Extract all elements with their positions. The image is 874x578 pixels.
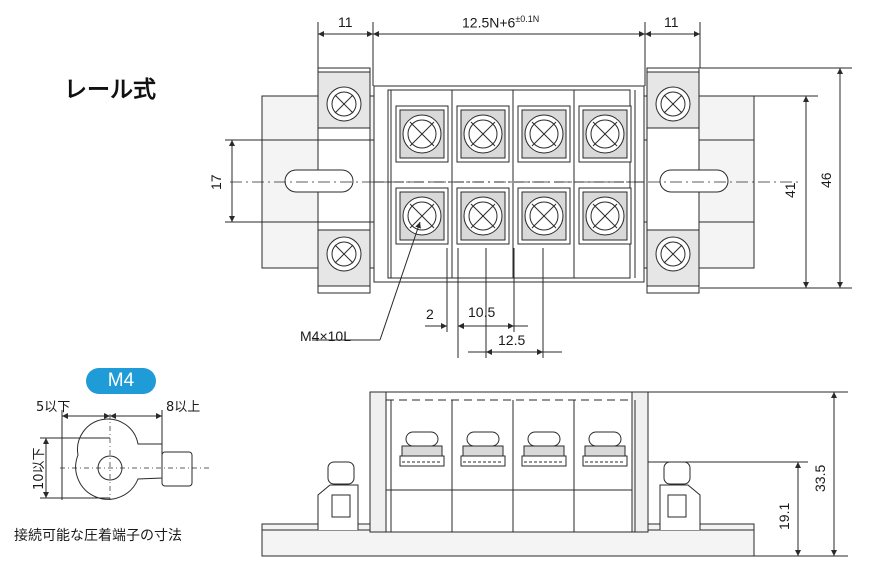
- dim-label-center-tol: ±0.1N: [515, 14, 540, 24]
- dim-label-center-main: 12.5N+6: [462, 14, 516, 31]
- side-partitions: [390, 400, 636, 532]
- dim-label-2: 2: [426, 306, 434, 322]
- screw-slot-icon: [409, 203, 435, 229]
- dim-label-19-1: 19.1: [776, 502, 792, 530]
- right-bracket-nut: [667, 494, 687, 518]
- top-view: [225, 22, 852, 358]
- side-screw-clamp: [521, 455, 567, 467]
- side-screw-clamp: [399, 455, 445, 467]
- left-bracket-screw-head: [327, 461, 355, 485]
- right-slot: [659, 169, 729, 193]
- side-screw-washer: [462, 445, 504, 457]
- lug-outline: [75, 418, 163, 500]
- lug-caption: 接続可能な圧着端子の寸法: [14, 528, 182, 544]
- left-bracket-nut: [331, 494, 351, 518]
- terminal-partitions: [390, 90, 636, 278]
- screw-slot-icon: [470, 203, 496, 229]
- dim-label-8-min: 8以上: [166, 400, 201, 415]
- screw-leader: [379, 221, 421, 341]
- dim-label-41: 41: [782, 182, 798, 198]
- left-slot: [284, 169, 354, 193]
- side-screw-washer: [584, 445, 626, 457]
- mount-screw-slot-icon: [663, 244, 683, 264]
- right-bracket-screw-head: [663, 461, 691, 485]
- lug-barrel: [161, 451, 193, 487]
- side-body-left-wall: [369, 391, 387, 533]
- side-view: [261, 391, 848, 557]
- side-screw-clamp: [582, 455, 628, 467]
- screw-slot-icon: [592, 203, 618, 229]
- dim-label-5-max: 5以下: [36, 400, 71, 415]
- dim-label-17: 17: [208, 174, 224, 190]
- screw-slot-icon: [470, 121, 496, 147]
- mount-screw-slot-icon: [334, 244, 354, 264]
- screw-row-top: [395, 105, 632, 163]
- side-body-right-wall: [631, 391, 649, 533]
- dim-label-11-right: 11: [664, 14, 679, 30]
- dim-label-center: 12.5N+6±0.1N: [462, 14, 539, 31]
- side-screw-washer: [523, 445, 565, 457]
- screw-slot-icon: [531, 203, 557, 229]
- side-screw-head: [588, 431, 622, 447]
- dim-label-11-left: 11: [338, 14, 353, 30]
- dim-label-10-max: 10以下: [32, 447, 47, 490]
- screw-slot-icon: [592, 121, 618, 147]
- side-screw-head: [405, 431, 439, 447]
- dim-label-12-5: 12.5: [498, 332, 526, 348]
- mount-screw-slot-icon: [334, 94, 354, 114]
- mount-screw-slot-icon: [663, 94, 683, 114]
- side-screw-head: [466, 431, 500, 447]
- screw-callout-label: M4×10L: [300, 328, 351, 344]
- page-title: レール式: [64, 77, 156, 103]
- side-screw-washer: [401, 445, 443, 457]
- side-screw-head: [527, 431, 561, 447]
- screw-slot-icon: [409, 121, 435, 147]
- dim-label-33-5: 33.5: [812, 464, 828, 492]
- dim-label-10-5: 10.5: [468, 304, 496, 320]
- screw-size-badge: M4: [86, 368, 156, 394]
- dim-label-46: 46: [818, 172, 834, 188]
- mounting-screws: [326, 86, 691, 272]
- screw-row-bottom: [395, 187, 632, 245]
- screw-slot-icon: [531, 121, 557, 147]
- lug-detail: [40, 410, 210, 500]
- side-screws: [399, 431, 628, 467]
- side-screw-clamp: [460, 455, 506, 467]
